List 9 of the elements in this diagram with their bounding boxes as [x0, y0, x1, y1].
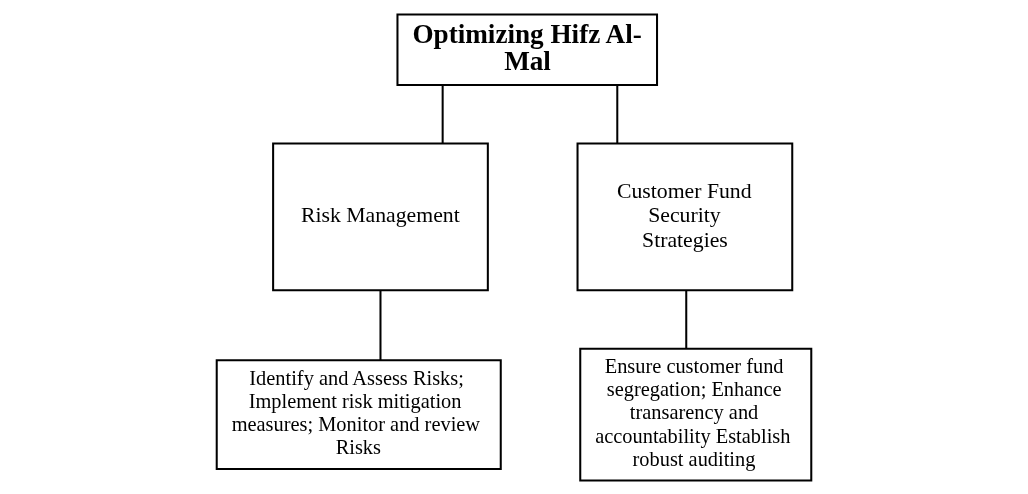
- connector: [379, 290, 382, 360]
- connector: [616, 84, 619, 143]
- node-box: Customer Fund Security Strategies: [576, 142, 794, 291]
- connector: [685, 290, 688, 348]
- node-box: Ensure customer fund segregation; Enhance transarency and accountability Establish robust auditing: [579, 347, 813, 482]
- connector: [441, 84, 444, 143]
- node-box: Optimizing Hifz Al-Mal: [396, 12, 659, 86]
- node-box: Risk Management: [272, 142, 489, 291]
- node-box: Identify and Assess Risks; Implement risk mitigation measures; Monitor and review Risks: [215, 358, 502, 470]
